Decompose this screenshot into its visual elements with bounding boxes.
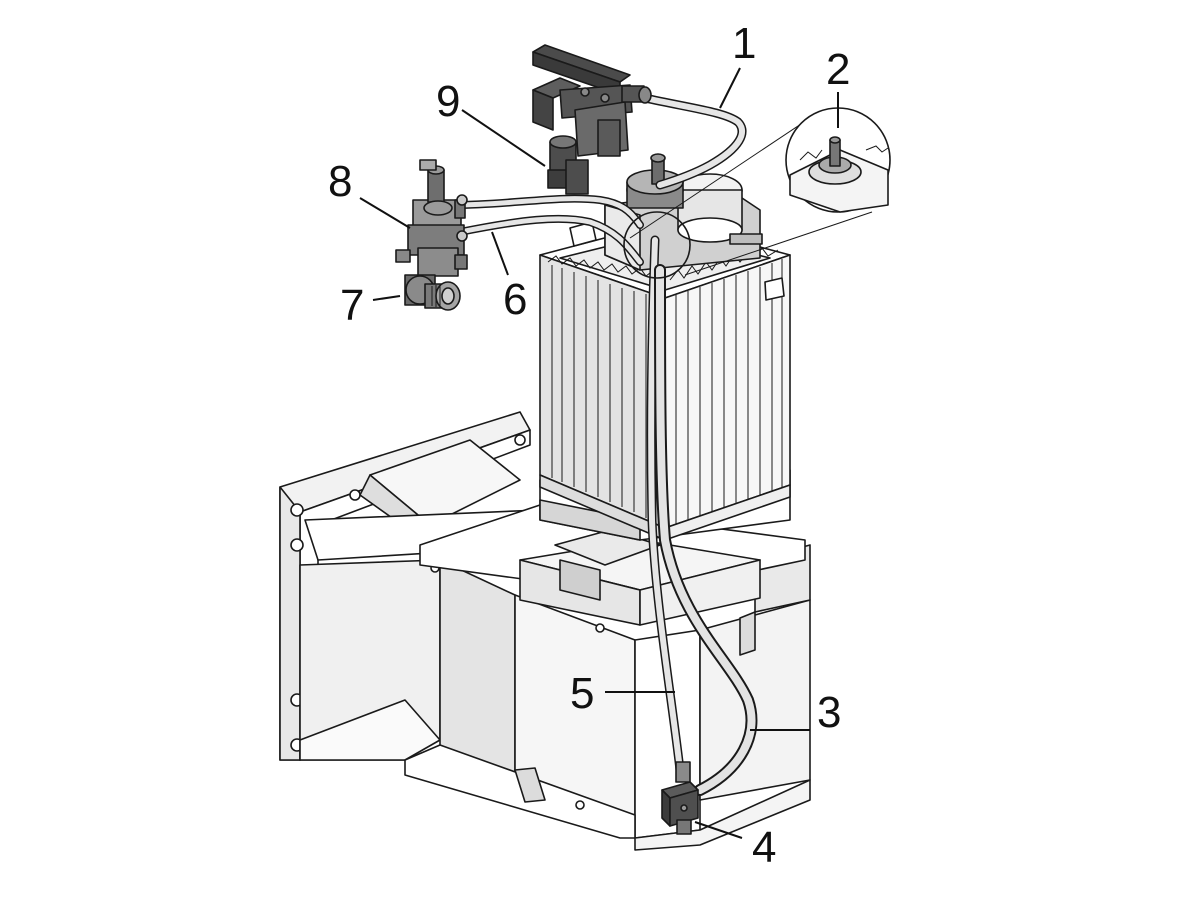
base-casting xyxy=(279,411,811,851)
callout-labels: 1 2 3 4 5 6 7 8 9 xyxy=(328,19,850,872)
callout-5: 5 xyxy=(570,669,594,718)
callout-leaders xyxy=(359,67,839,839)
motor-top-housing xyxy=(569,153,785,301)
callout-1: 1 xyxy=(732,19,756,68)
hose-6 xyxy=(451,194,644,266)
hose-5 xyxy=(646,235,685,775)
callout-6: 6 xyxy=(503,275,527,324)
valve-assembly-8 xyxy=(395,159,468,277)
callout-9: 9 xyxy=(436,77,460,126)
hose-3 xyxy=(654,264,758,796)
callout-7: 7 xyxy=(340,281,364,330)
callout-2: 2 xyxy=(826,45,850,94)
callout-3: 3 xyxy=(817,688,841,737)
detail-zoom xyxy=(623,107,891,279)
regulator-7 xyxy=(404,274,461,311)
callout-8: 8 xyxy=(328,157,352,206)
callout-4: 4 xyxy=(752,823,776,872)
distribution-block-4 xyxy=(661,761,699,835)
manifold-bracket-9 xyxy=(532,44,652,195)
hose-1 xyxy=(640,93,747,190)
